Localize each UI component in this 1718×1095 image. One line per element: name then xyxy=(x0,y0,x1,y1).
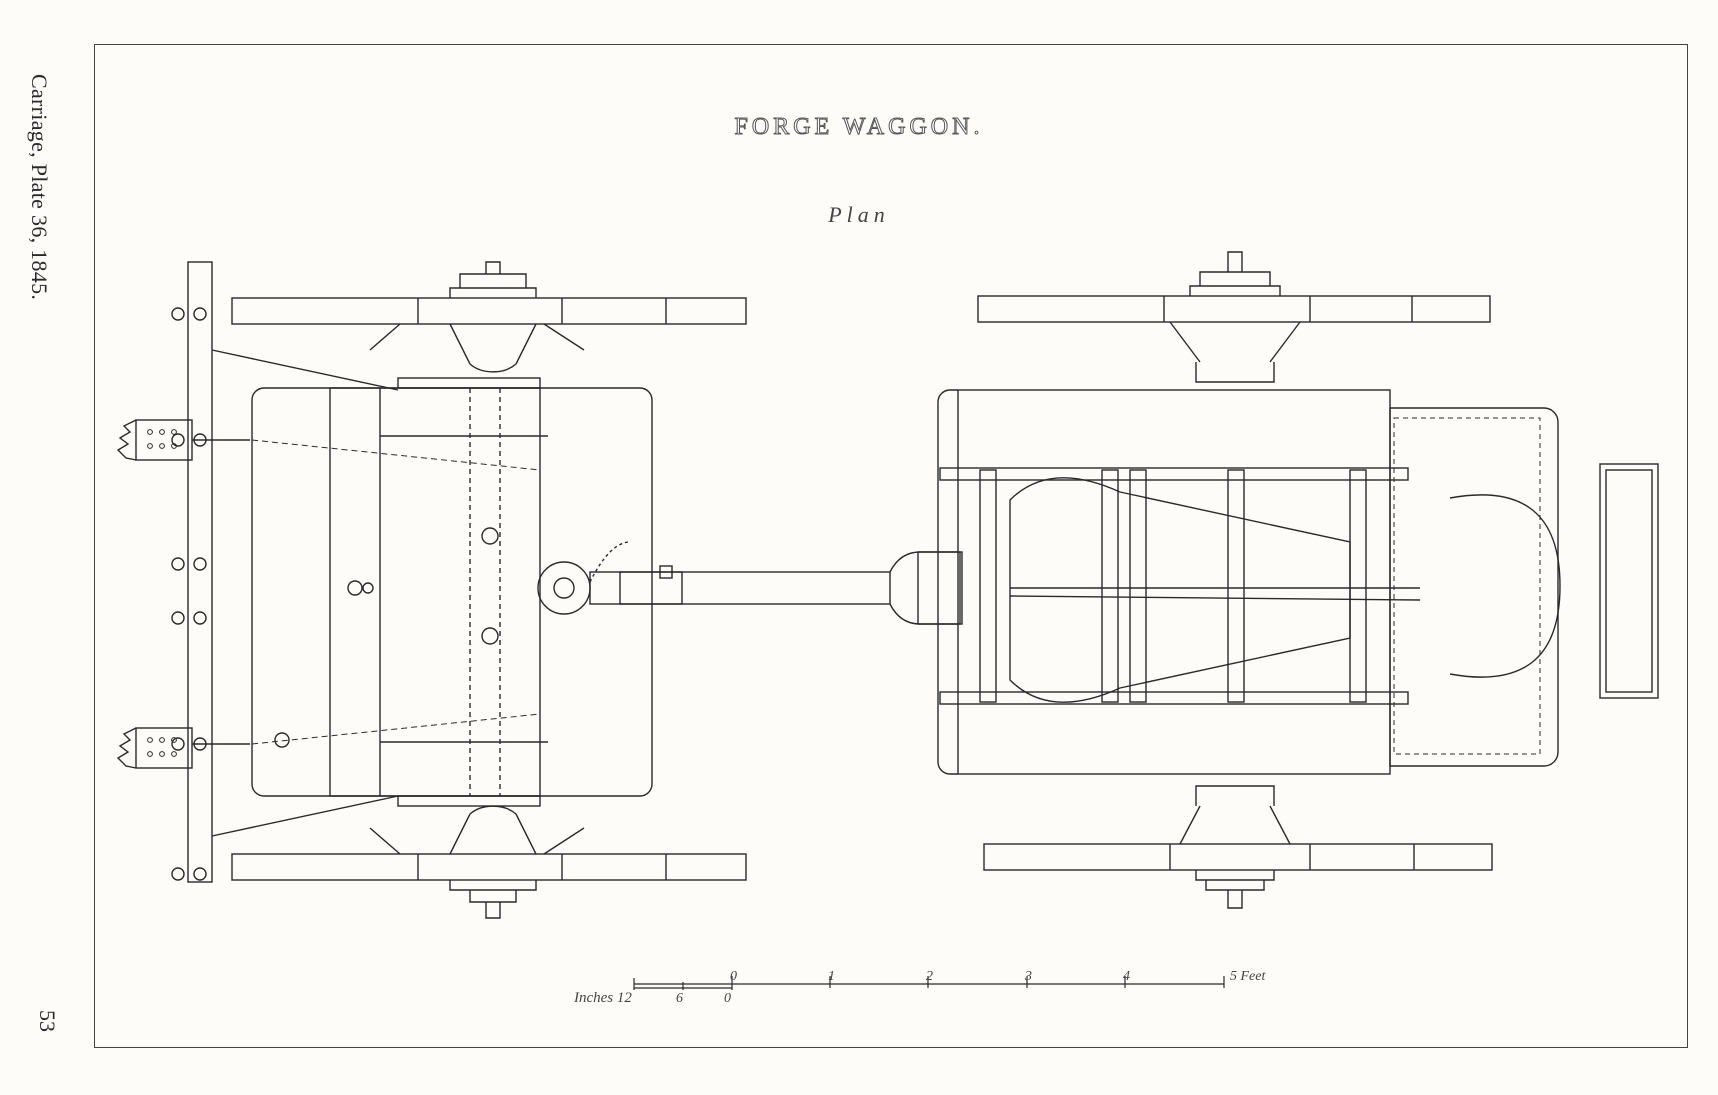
forge-bellows xyxy=(1449,494,1561,678)
forge-wheel-top xyxy=(977,251,1491,383)
forge-body-frame xyxy=(957,389,1391,775)
scale-feet-4: 4 xyxy=(1123,969,1130,984)
scale-feet-zero: 0 xyxy=(730,969,737,984)
limber xyxy=(116,261,747,919)
perch-pole xyxy=(589,551,963,625)
limber-wheel-top xyxy=(231,261,747,373)
scale-feet-end-label: 5 Feet xyxy=(1230,969,1266,984)
scale-inches-zero: 0 xyxy=(724,991,731,1006)
scale-feet-1: 1 xyxy=(828,969,835,984)
forge-wheel-bottom xyxy=(983,785,1493,909)
limber-pintle-plate xyxy=(537,561,591,615)
limber-stay-bottom xyxy=(211,795,399,837)
scale-feet-2: 2 xyxy=(926,969,933,984)
limber-wheel-bottom xyxy=(231,805,747,919)
limber-stay-top xyxy=(211,349,399,391)
limber-shafts xyxy=(116,419,250,769)
plate-title: FORGE WAGGON. xyxy=(734,114,984,141)
forge-body xyxy=(937,389,1659,775)
perch xyxy=(589,571,891,605)
scale-feet-3: 3 xyxy=(1024,969,1032,984)
limber-bar-hooks xyxy=(171,307,207,881)
plate-subtitle: Plan xyxy=(828,202,890,227)
scale-inches-mid: 6 xyxy=(676,991,683,1006)
limber-box xyxy=(251,387,653,797)
forge-vice-box xyxy=(1599,463,1659,699)
forge-bellows-box xyxy=(1389,407,1559,767)
scale-bar xyxy=(633,976,1225,990)
plate-frame xyxy=(94,44,1688,1048)
scale-inches-label: Inches 12 xyxy=(573,990,632,1006)
forge-hearth xyxy=(1009,477,1351,703)
limber-axle-bottom xyxy=(397,795,541,807)
limber-axle-top xyxy=(397,377,541,389)
limber-splinter-bar xyxy=(187,261,213,883)
